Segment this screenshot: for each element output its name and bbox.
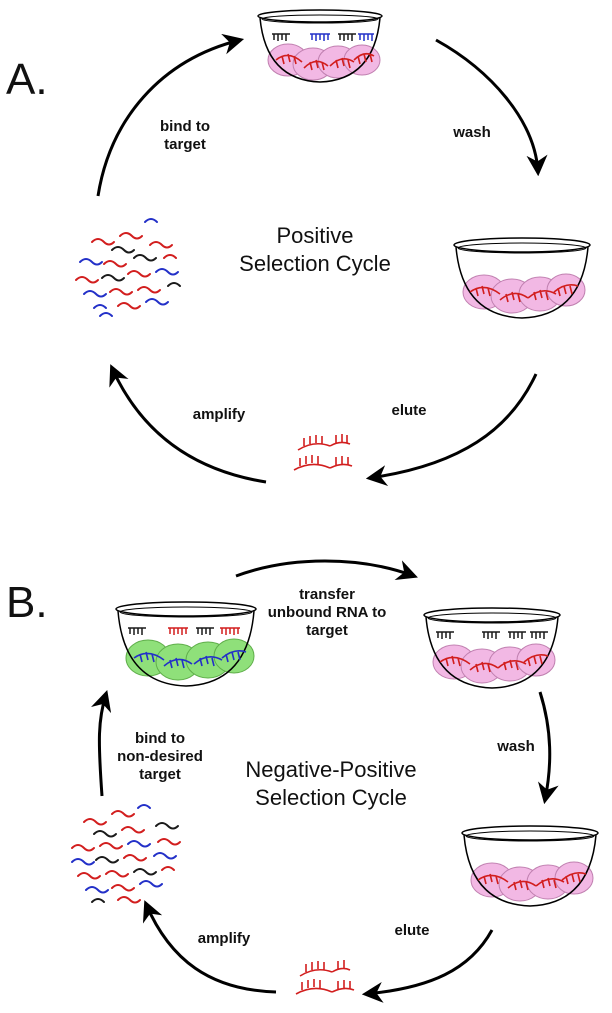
title-line: Negative-Positive: [245, 757, 417, 782]
arrow-wash-b: [537, 691, 559, 805]
label-line: target: [164, 136, 206, 153]
label-line: unbound RNA to: [267, 604, 387, 621]
target-beads: [267, 43, 381, 81]
label-line: bind to: [135, 730, 185, 747]
title-line: Selection Cycle: [239, 251, 391, 276]
panel-a: [75, 9, 591, 486]
label-line: bind to: [160, 118, 210, 135]
bowl-negative-b: [115, 601, 257, 687]
arrow-elute-a: [365, 373, 538, 486]
eluted-rna-b: [295, 960, 355, 995]
panel-a-letter: A.: [6, 55, 48, 104]
title-positive-cycle: Positive Selection Cycle: [230, 222, 400, 278]
panel-b-letter: B.: [6, 578, 48, 627]
arrow-amplify-a: [109, 364, 267, 484]
bowl-wash-b: [461, 825, 599, 907]
arrow-bind-b: [91, 689, 112, 797]
arrow-elute-b: [361, 929, 494, 1003]
label-line: target: [306, 622, 348, 639]
arrow-amplify-b: [142, 900, 277, 994]
label-bind-to-target-a: bind to target: [150, 118, 220, 154]
cycle-arrows-a: [96, 33, 548, 486]
arrow-bind-a: [96, 33, 245, 197]
rna-pool-b: [71, 804, 181, 904]
title-line: Positive: [276, 223, 354, 248]
label-line: target: [139, 766, 181, 783]
label-line: non-desired: [117, 748, 203, 765]
panel-b: [71, 559, 599, 1003]
eluted-rna-a: [293, 434, 353, 471]
cycle-arrows-b: [91, 559, 559, 1003]
bowl-wash-a: [453, 237, 591, 319]
label-transfer-b: transfer unbound RNA to target: [262, 586, 392, 640]
label-bind-to-non-desired-target-b: bind to non-desired target: [108, 730, 212, 784]
arrow-wash-a: [435, 38, 548, 177]
bowl-positive-b: [423, 607, 561, 689]
bowl-bind-a: [257, 9, 383, 83]
label-elute-a: elute: [391, 402, 427, 419]
label-line: transfer: [299, 586, 355, 603]
label-amplify-b: amplify: [197, 930, 251, 947]
title-line: Selection Cycle: [255, 785, 407, 810]
rna-pool-a: [75, 218, 181, 317]
label-elute-b: elute: [394, 922, 430, 939]
label-amplify-a: amplify: [192, 406, 246, 423]
label-wash-b: wash: [497, 738, 535, 755]
arrow-transfer-b: [235, 559, 418, 581]
label-wash-a: wash: [453, 124, 491, 141]
title-negative-positive-cycle: Negative-Positive Selection Cycle: [226, 756, 436, 812]
